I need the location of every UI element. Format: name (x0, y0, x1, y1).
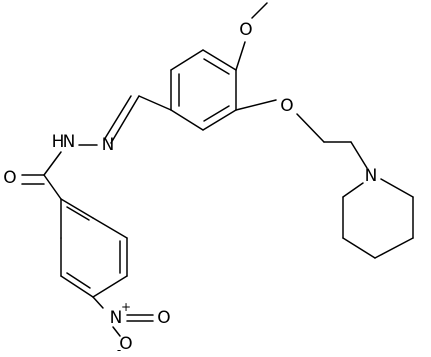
charge-nitro-n: + (121, 300, 131, 314)
bond-ring-a-5-inner (203, 105, 230, 122)
atom-ether-o: O (280, 96, 293, 116)
bond-o-ring (235, 41, 246, 71)
atom-nitro-n: N (110, 308, 123, 328)
bond-ether-o-ch2 (296, 113, 325, 143)
atom-nitro-o-single: O (119, 334, 132, 354)
atom-piperidine-n: N (365, 166, 378, 186)
bond-ring-a-2 (170, 49, 204, 71)
bond-ring-ether-o (235, 99, 277, 111)
bond-ring-a-1 (202, 49, 237, 71)
atom-labels: O O N O H N N N + O O - (3, 20, 377, 357)
atom-hydrazone-nh: N (63, 132, 76, 152)
bond-ring-b-4 (92, 275, 128, 298)
atom-nitro-o-double: O (157, 308, 170, 328)
bond-nh-co (43, 151, 62, 176)
atom-imine-n: N (102, 135, 115, 155)
bond-ring-b-1 (60, 198, 94, 219)
bond-ring-b-2 (92, 217, 128, 239)
bond-pip-1 (380, 178, 414, 198)
bond-pip-6 (342, 182, 364, 198)
bond-ch-n-double-2 (103, 95, 132, 141)
bond-ch2-n (350, 141, 368, 169)
bond-nitro-o-single (112, 326, 121, 337)
bond-ring-a-5 (202, 109, 237, 131)
atom-hydrazone-h: H (52, 132, 65, 152)
bond-ring-nitro (92, 296, 104, 309)
atom-methoxy-o: O (239, 20, 252, 40)
bond-lines (21, 2, 414, 337)
bond-ring-b-1-inner (66, 206, 90, 221)
atom-amide-o: O (3, 168, 16, 188)
bond-co-ring (43, 174, 62, 200)
charge-nitro-o: - (117, 343, 121, 357)
bond-methyl-o (251, 2, 268, 19)
bond-ring-ch (138, 95, 172, 111)
bond-ring-b-5 (60, 275, 94, 298)
bond-ring-a-1-inner (203, 58, 230, 75)
bond-ring-a-4 (170, 109, 204, 131)
bond-ch-n-double-1 (110, 95, 140, 144)
bond-pip-4 (342, 237, 376, 259)
bond-pip-3 (374, 237, 414, 259)
bond-ring-b-5-inner (66, 272, 91, 289)
